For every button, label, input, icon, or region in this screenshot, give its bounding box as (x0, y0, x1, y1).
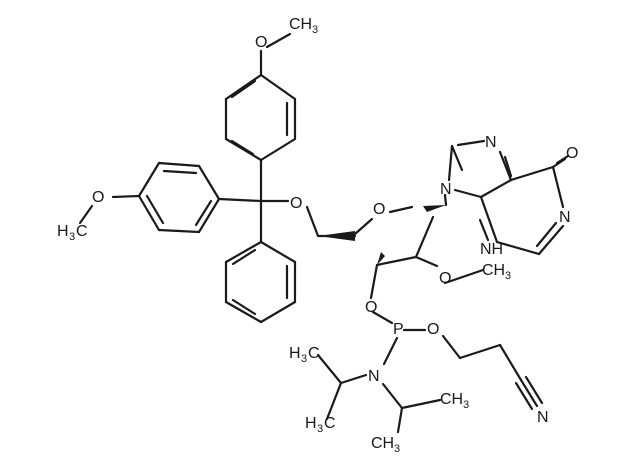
atom-h3c-left-c: C (76, 223, 88, 240)
atom-h3c-a-c: C (308, 345, 320, 362)
atom-h3c-a-subscript: 3 (301, 353, 307, 365)
atom-o-ring: O (373, 201, 385, 218)
atom-ch3-top: CH (289, 16, 312, 33)
atom-ch3-c-subscript: 3 (463, 399, 469, 411)
atom-o-carbonyl: O (566, 145, 578, 162)
atom-ch3-c: CH (440, 391, 463, 408)
atom-ch3-top-subscript: 3 (312, 24, 318, 36)
atom-h3c-a-h: H (289, 345, 301, 362)
atom-nh-3: NH (480, 241, 503, 258)
atom-n-nitrile: N (537, 409, 549, 426)
atom-o-p: O (427, 321, 439, 338)
atom-p: P (393, 321, 404, 338)
atom-h3c-left-h: H (57, 223, 69, 240)
stereo-wedges (318, 205, 446, 265)
atom-o-left: O (92, 189, 104, 206)
atom-n-amine: N (368, 368, 380, 385)
atom-o-3prime: O (365, 299, 377, 316)
atom-ch3-2prime-subscript: 3 (505, 270, 511, 282)
atom-ch3-2prime: CH (482, 262, 505, 279)
atom-h3c-b-h: H (305, 415, 317, 432)
atom-labels: O CH 3 O H 3 C O O N N O N NH O CH 3 O P… (57, 16, 578, 455)
atom-ch3-d: CH (371, 435, 394, 452)
atom-h3c-b-subscript: 3 (317, 423, 323, 435)
atom-ch3-d-subscript: 3 (394, 443, 400, 455)
atom-o-2prime: O (439, 270, 451, 287)
atom-o-trityl: O (290, 195, 302, 212)
atom-n-9: N (440, 181, 452, 198)
atom-n-1: N (559, 209, 571, 226)
bond-lines (78, 32, 570, 434)
atom-o-top: O (255, 34, 267, 51)
atom-h3c-b-c: C (324, 415, 336, 432)
atom-h3c-left-subscript: 3 (69, 231, 75, 243)
atom-n-imidazole: N (485, 134, 497, 151)
